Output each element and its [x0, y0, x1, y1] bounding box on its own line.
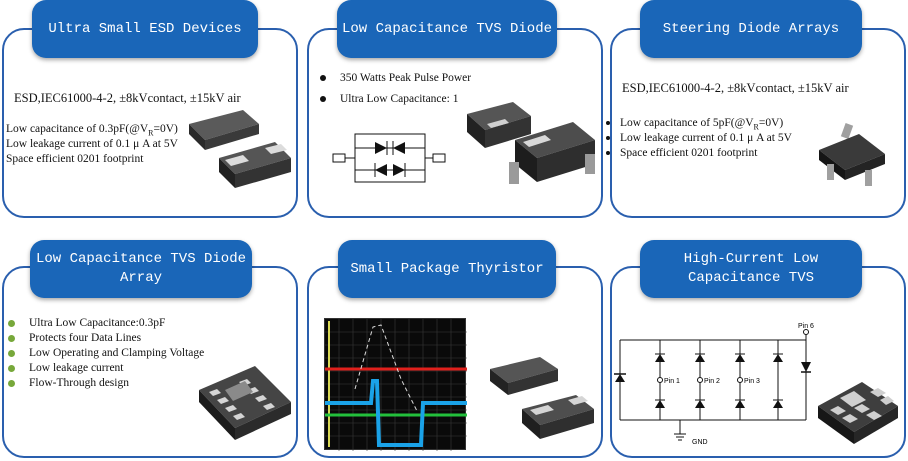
bullet-leakage: Low leakage current	[8, 362, 124, 374]
pin-3-label: Pin 3	[744, 378, 760, 385]
spec-list: Low capacitance of 0.3pF(@VR=0V) Low lea…	[6, 122, 178, 167]
bullet-dot	[8, 364, 15, 372]
tvs-chip-image	[467, 102, 595, 184]
bullet-dot	[8, 349, 15, 357]
spec-list: Low capacitance of 5pF(@VR=0V) Low leaka…	[606, 116, 792, 161]
spec-capacitance: Low capacitance of 5pF(@VR=0V)	[606, 116, 792, 131]
dfn-chip-image	[818, 382, 898, 444]
array-chip-image	[199, 366, 291, 440]
panel-steering-diode	[610, 28, 906, 218]
esd-chip-image	[189, 110, 291, 188]
bullet-ultra-low-cap: Ultra Low Capacitance:0.3pF	[8, 317, 165, 329]
tvs-circuit-diagram: Pin 1 Pin 2 Pin 3 Pin 6 GND	[614, 323, 814, 446]
oscilloscope-image	[324, 318, 467, 451]
gnd-label: GND	[692, 439, 708, 446]
panel-title-tvs-diode-array: Low Capacitance TVS Diode Array	[30, 240, 252, 298]
panel-title-high-current-tvs: High-Current Low Capacitance TVS	[640, 240, 862, 298]
spec-leakage: Low leakage current of 0.1 μ A at 5V	[606, 131, 792, 146]
esd-standard-text: ESD,IEC61000-4-2, ±8kVcontact, ±15kV air	[622, 81, 849, 95]
bullet-ultra-low-cap: Ultra Low Capacitance: 1	[320, 93, 458, 105]
oscilloscope-trace	[325, 319, 467, 451]
bullet-dot	[606, 121, 610, 126]
bullet-dot	[8, 334, 15, 342]
spec-capacitance: Low capacitance of 0.3pF(@VR=0V)	[6, 123, 178, 138]
bullet-dot	[320, 96, 326, 103]
panel-low-cap-tvs	[307, 28, 603, 218]
thyristor-chip-image	[490, 357, 594, 439]
panel-title-ultra-small-esd: Ultra Small ESD Devices	[32, 0, 258, 58]
panel-title-low-cap-tvs: Low Capacitance TVS Diode	[337, 0, 557, 58]
sot23-chip-image	[819, 123, 885, 186]
bullet-dot	[8, 319, 15, 327]
bullet-flow-through: Flow-Through design	[8, 377, 129, 389]
spec-leakage: Low leakage current of 0.1 μ A at 5V	[6, 138, 178, 150]
bullet-dot	[320, 75, 326, 82]
bullet-four-lines: Protects four Data Lines	[8, 332, 141, 344]
bullet-dot	[8, 379, 15, 387]
pin-1-label: Pin 1	[664, 378, 680, 385]
bullet-dot	[606, 151, 610, 156]
panel-title-steering-diode: Steering Diode Arrays	[640, 0, 862, 58]
bullet-dot	[606, 136, 610, 141]
spec-footprint: Space efficient 0201 footprint	[606, 146, 792, 161]
pin-2-label: Pin 2	[704, 378, 720, 385]
spec-footprint: Space efficient 0201 footprint	[6, 153, 144, 165]
panel-title-thyristor: Small Package Thyristor	[338, 240, 556, 298]
pin-6-label: Pin 6	[798, 323, 814, 330]
bullet-peak-power: 350 Watts Peak Pulse Power	[320, 72, 471, 84]
esd-standard-text: ESD,IEC61000-4-2, ±8kVcontact, ±15kV air	[14, 91, 241, 105]
tvs-schematic-diagram	[332, 133, 446, 183]
bullet-clamping: Low Operating and Clamping Voltage	[8, 347, 204, 359]
